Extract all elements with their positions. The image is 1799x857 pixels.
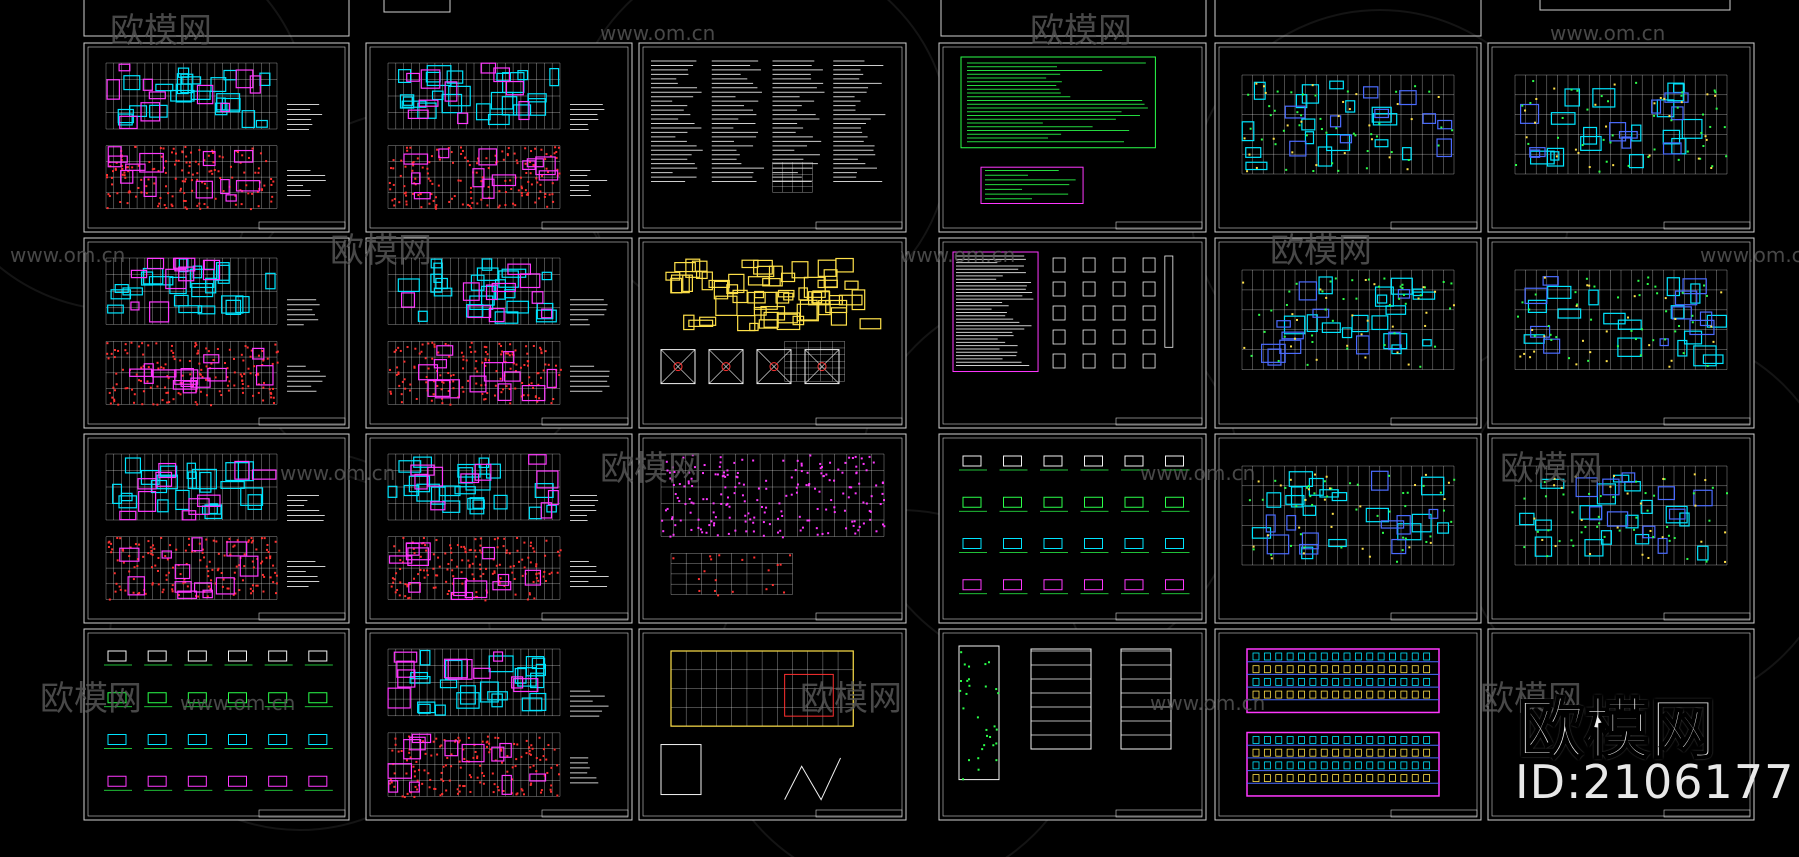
svg-text:www.om.cn: www.om.cn <box>1150 691 1265 715</box>
drawing-sheet-s-r1-c2[interactable] <box>365 237 633 429</box>
svg-text:www.om.cn: www.om.cn <box>1700 243 1799 267</box>
drawing-sheet-s-r0-c5[interactable] <box>1214 42 1482 233</box>
drawing-sheet-s-r3-c5[interactable] <box>1214 628 1482 821</box>
product-id-label: ID:2106177 <box>1515 755 1795 809</box>
svg-text:欧模网: 欧模网 <box>40 679 142 719</box>
drawing-sheet-s-r3-c4[interactable] <box>938 628 1207 821</box>
drawing-sheet-s-r0-c3[interactable] <box>638 42 907 233</box>
svg-text:欧模网: 欧模网 <box>800 679 902 719</box>
svg-text:欧模网: 欧模网 <box>1030 11 1132 51</box>
partial-sheet-top-2 <box>940 0 1207 37</box>
partial-sheet-top-1 <box>383 0 451 13</box>
drawing-sheet-s-r1-c1[interactable] <box>83 237 350 429</box>
brand-logo: 欧模网 <box>1517 689 1717 769</box>
drawing-sheet-s-r3-c2[interactable] <box>365 628 633 821</box>
svg-text:欧模网: 欧模网 <box>600 449 702 489</box>
drawing-sheet-s-r1-c4[interactable] <box>938 237 1207 429</box>
svg-text:欧模网: 欧模网 <box>1500 449 1602 489</box>
svg-text:www.om.cn: www.om.cn <box>10 243 125 267</box>
svg-text:www.om.cn: www.om.cn <box>280 461 395 485</box>
svg-text:www.om.cn: www.om.cn <box>900 243 1015 267</box>
drawing-sheet-s-r2-c2[interactable] <box>365 433 633 624</box>
partial-sheet-top-0 <box>83 0 350 37</box>
drawing-sheet-s-r0-c1[interactable] <box>83 42 350 233</box>
drawing-sheet-s-r1-c3[interactable] <box>638 237 907 429</box>
drawing-sheet-s-r0-c6[interactable] <box>1487 42 1755 233</box>
drawing-sheet-s-r3-c3[interactable] <box>638 628 907 821</box>
drawing-sheet-s-r0-c2[interactable] <box>365 42 633 233</box>
drawing-sheet-s-r2-c3[interactable] <box>638 433 907 624</box>
partial-sheet-top-4 <box>1539 0 1731 11</box>
svg-text:www.om.cn: www.om.cn <box>180 691 295 715</box>
svg-text:www.om.cn: www.om.cn <box>600 21 715 45</box>
svg-text:欧模网: 欧模网 <box>1270 231 1372 271</box>
svg-text:欧模网: 欧模网 <box>110 11 212 51</box>
svg-text:欧模网: 欧模网 <box>330 231 432 271</box>
drawing-sheet-s-r2-c5[interactable] <box>1214 433 1482 624</box>
drawing-sheet-s-r2-c4[interactable] <box>938 433 1207 624</box>
drawing-sheet-s-r3-c6[interactable] <box>1487 628 1755 821</box>
drawing-sheet-s-r2-c1[interactable] <box>83 433 350 624</box>
svg-text:欧模网: 欧模网 <box>1480 679 1582 719</box>
svg-text:www.om.cn: www.om.cn <box>1550 21 1665 45</box>
partial-sheet-top-3 <box>1214 0 1482 37</box>
drawing-sheet-s-r2-c6[interactable] <box>1487 433 1755 624</box>
drawing-sheet-s-r1-c6[interactable] <box>1487 237 1755 429</box>
svg-text:www.om.cn: www.om.cn <box>1140 461 1255 485</box>
drawing-sheet-s-r3-c1[interactable] <box>83 628 350 821</box>
drawing-sheet-s-r1-c5[interactable] <box>1214 237 1482 429</box>
drawing-sheet-s-r0-c4[interactable] <box>938 42 1207 233</box>
